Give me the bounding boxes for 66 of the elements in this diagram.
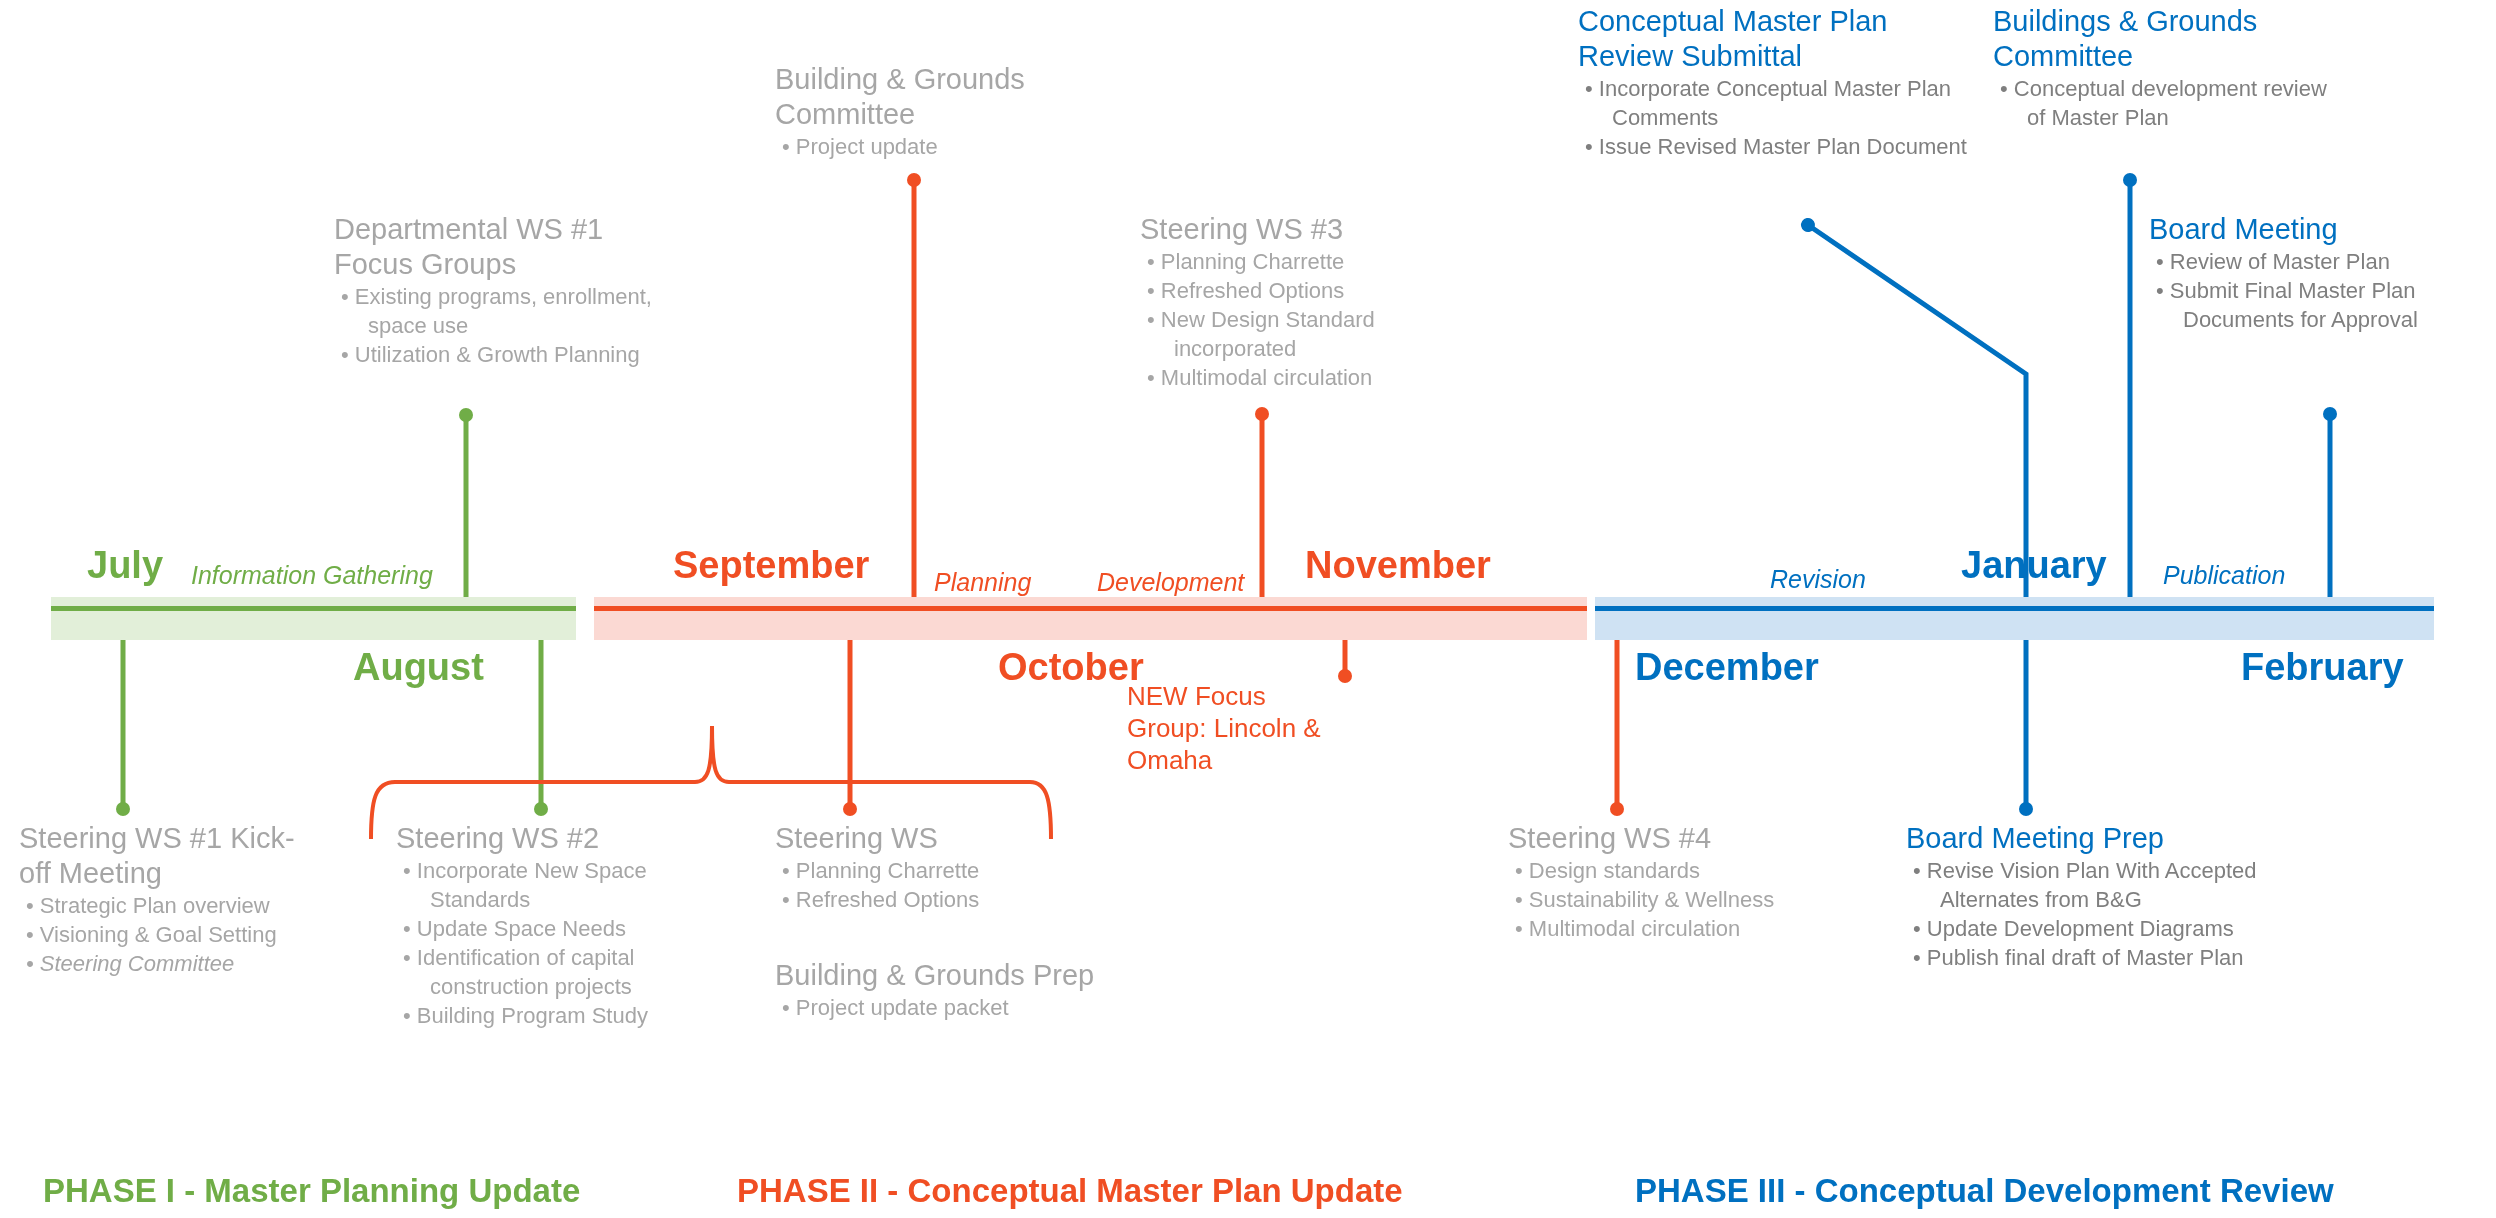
event-title: Board Meeting Prep <box>1906 821 2165 856</box>
stage-label: Publication <box>2163 561 2286 590</box>
event-title: Departmental WS #1 Focus Groups <box>334 212 605 282</box>
stage-label: Information Gathering <box>191 561 433 590</box>
bullet-item: • Conceptual development review of Master Plan <box>1999 75 2328 132</box>
timeline-stem <box>907 173 921 597</box>
bullet-item: • Multimodal circulation <box>1146 364 1374 392</box>
month-label: December <box>1635 646 1819 689</box>
event-title: Board Meeting <box>2149 212 2339 247</box>
phase-title: PHASE II - Conceptual Master Plan Update <box>737 1172 1403 1210</box>
bullet-item: • Planning Charrette <box>781 857 981 885</box>
stage-label: Revision <box>1770 565 1866 594</box>
timeline-stem <box>843 640 857 816</box>
bullet-item: • Update Development Diagrams <box>1912 915 2235 943</box>
bullet-item: • Incorporate Conceptual Master Plan Comments <box>1584 75 1952 132</box>
month-label: July <box>87 544 164 587</box>
bullet-item: • Steering Committee <box>25 950 236 978</box>
event-title: Steering WS #4 <box>1508 821 1713 856</box>
timeline-stem <box>534 640 548 816</box>
phase-title: PHASE III - Conceptual Development Review <box>1635 1172 2334 1210</box>
bullet-item: • Project update <box>781 133 939 161</box>
stage-label: Planning <box>934 568 1032 597</box>
timeline-stem <box>1801 218 2029 597</box>
bullet-item: • Refreshed Options <box>1146 277 1346 305</box>
event-title: Conceptual Master Plan Review Submittal <box>1578 4 1889 74</box>
bullet-item: • Project update packet <box>781 994 1010 1022</box>
event-title: Steering WS #1 Kick-off Meeting <box>19 821 296 891</box>
bullet-item: • Planning Charrette <box>1146 248 1346 276</box>
bullet-item: • Submit Final Master Plan Documents for Approval <box>2155 277 2419 334</box>
bullet-item: • Incorporate New Space Standards <box>402 857 648 914</box>
bullet-item: • Strategic Plan overview <box>25 892 271 920</box>
bullet-item: • Identification of capital construction projects <box>402 944 636 1001</box>
timeline-stem <box>2323 407 2337 597</box>
event-title: Steering WS <box>775 821 939 856</box>
timeline-stem <box>2123 173 2137 597</box>
bullet-item: • Utilization & Growth Planning <box>340 341 641 369</box>
month-label: February <box>2241 646 2404 689</box>
event-title: Building & Grounds Committee <box>775 62 1026 132</box>
phase-title: PHASE I - Master Planning Update <box>43 1172 581 1210</box>
bullet-item: • Existing programs, enrollment, space use <box>340 283 653 340</box>
event-title: Building & Grounds Prep <box>775 958 1096 993</box>
timeline-stem <box>459 408 473 597</box>
timeline-stem <box>1338 640 1352 683</box>
bullet-item: • Multimodal circulation <box>1514 915 1742 943</box>
bullet-item: • New Design Standard incorporated <box>1146 306 1376 363</box>
timeline-stem <box>1610 640 1624 816</box>
timeline-stem <box>116 640 130 816</box>
bullet-item: • Update Space Needs <box>402 915 627 943</box>
bullet-item: • Publish final draft of Master Plan <box>1912 944 2245 972</box>
month-label: November <box>1305 544 1491 587</box>
timeline-stem <box>2019 640 2033 816</box>
event-title: Steering WS #3 <box>1140 212 1345 247</box>
bullet-item: • Issue Revised Master Plan Document <box>1584 133 1968 161</box>
timeline-stem <box>1255 407 1269 597</box>
bullet-item: • Design standards <box>1514 857 1702 885</box>
event-title: Buildings & Grounds Committee <box>1993 4 2259 74</box>
month-label: August <box>353 646 484 689</box>
bullet-item: • Visioning & Goal Setting <box>25 921 278 949</box>
stage-label: Development <box>1097 568 1245 597</box>
bullet-item: • Sustainability & Wellness <box>1514 886 1776 914</box>
event-title: Steering WS #2 <box>396 821 601 856</box>
month-label: September <box>673 544 870 587</box>
bullet-item: • Building Program Study <box>402 1002 649 1030</box>
bullet-item: • Refreshed Options <box>781 886 981 914</box>
bullet-item: • Revise Vision Plan With Accepted Alternates from B&G <box>1912 857 2258 914</box>
bullet-item: • Review of Master Plan <box>2155 248 2391 276</box>
